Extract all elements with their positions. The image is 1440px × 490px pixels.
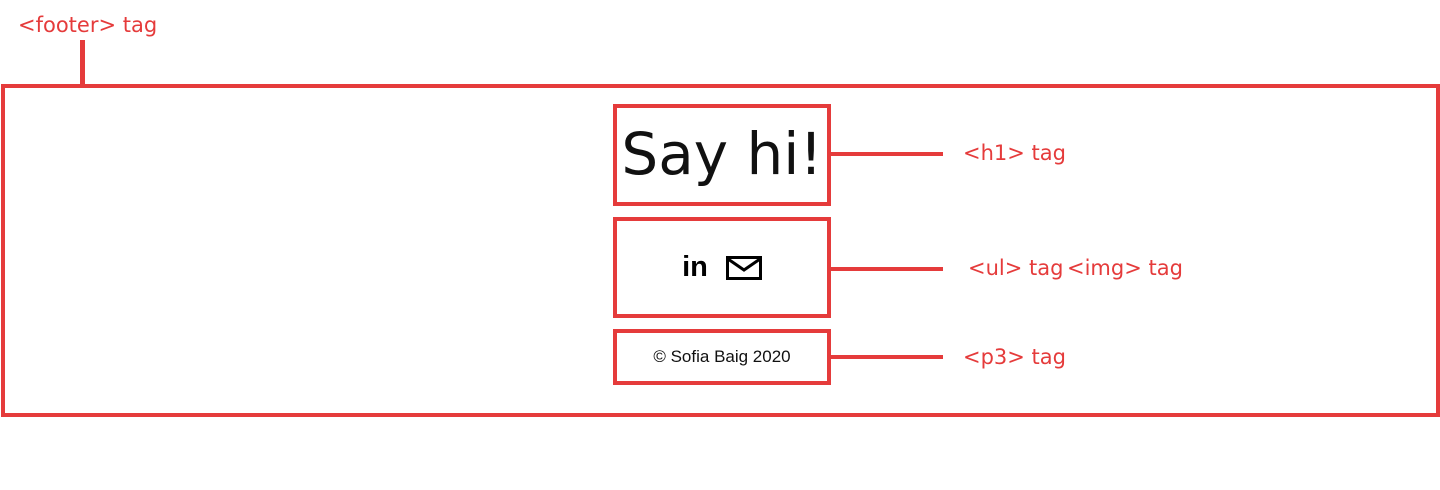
img-tag-label: <img> tag	[1067, 256, 1183, 280]
h1-outline: Say hi!	[613, 104, 831, 206]
footer-connector-line	[80, 40, 85, 86]
say-hi-heading: Say hi!	[621, 120, 823, 188]
copyright-text: © Sofia Baig 2020	[653, 347, 791, 366]
ul-outline: in	[613, 217, 831, 318]
p3-tag-label: <p3> tag	[963, 345, 1066, 369]
linkedin-icon[interactable]: in	[682, 251, 708, 283]
footer-outline	[1, 84, 1440, 417]
mail-icon[interactable]	[725, 255, 762, 280]
h1-tag-label: <h1> tag	[963, 141, 1066, 165]
footer-tag-label: <footer> tag	[18, 13, 158, 37]
ul-connector-line	[831, 267, 943, 271]
ul-tag-label: <ul> tag	[968, 256, 1064, 280]
p3-outline: © Sofia Baig 2020	[613, 329, 831, 385]
h1-connector-line	[831, 152, 943, 156]
p3-connector-line	[831, 355, 943, 359]
